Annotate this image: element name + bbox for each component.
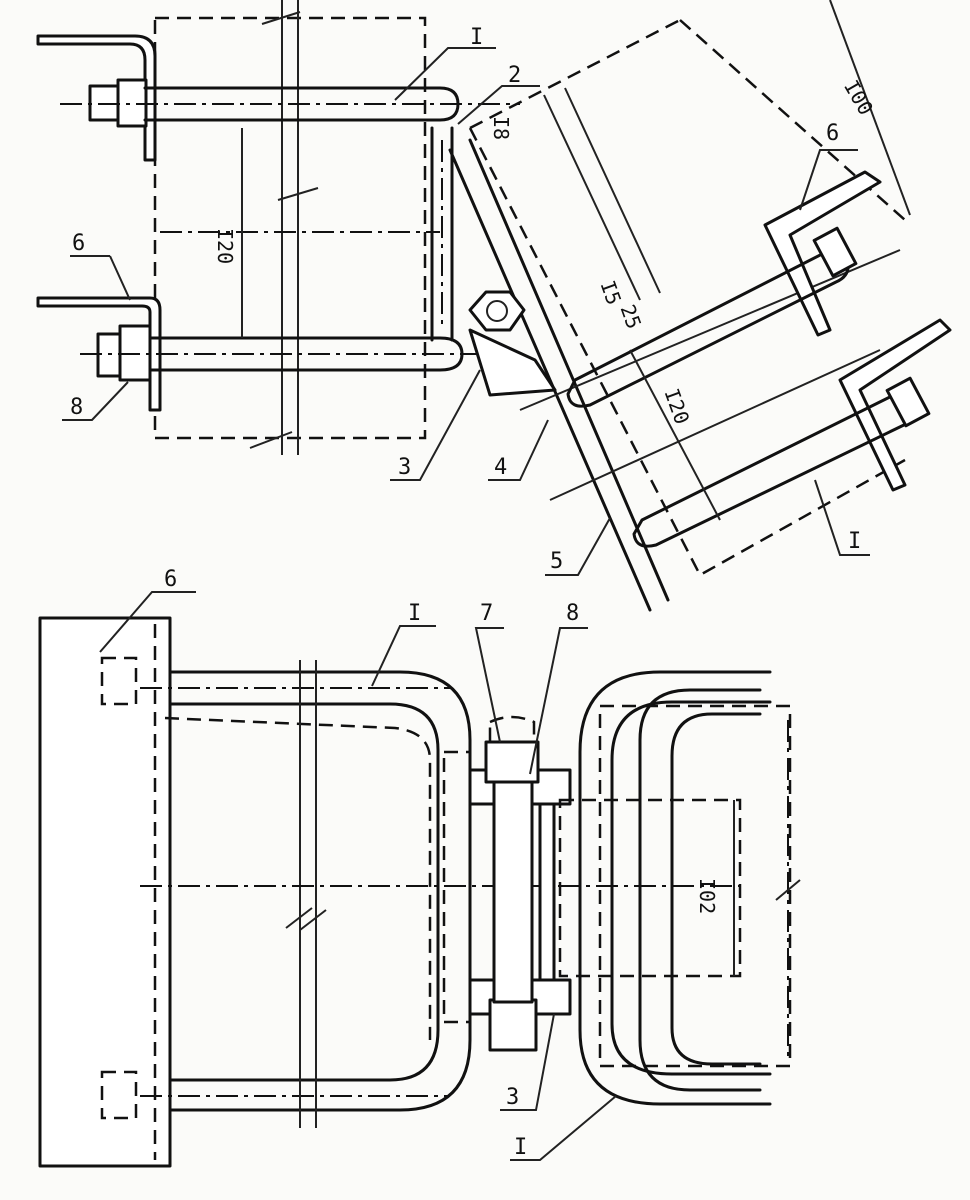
dashed-frame — [153, 16, 427, 440]
leader-part-1-bottom-low — [510, 1095, 617, 1161]
spacer-strip — [538, 802, 556, 982]
bolt-circle — [486, 300, 508, 322]
u-bolt-left-outer — [168, 670, 472, 1112]
leader-part-1-bottom-top — [371, 625, 436, 687]
bolt-head-hidden-bottom — [100, 1070, 138, 1120]
dim-15: I5 — [595, 277, 626, 308]
bolt-head-hidden-top — [100, 656, 138, 706]
dim-102: I02 — [695, 878, 719, 914]
plate-3-hidden — [442, 750, 472, 1024]
leader-part-8-top — [62, 381, 129, 421]
leader-part-1-right — [814, 479, 870, 556]
bolt-shank — [492, 780, 534, 1004]
label-part-1-bottom-top: I — [408, 601, 421, 626]
leader-part-1-top — [394, 47, 496, 101]
dim-extent-100 — [829, 0, 911, 216]
nut-7 — [484, 740, 540, 784]
label-part-5: 5 — [550, 549, 563, 574]
leader-part-6-right — [799, 149, 858, 211]
u-bolt-right-second-inner — [670, 712, 762, 1066]
label-part-4: 4 — [494, 455, 507, 480]
break-mark — [775, 879, 801, 901]
label-part-3-bottom: 3 — [506, 1085, 519, 1110]
break-mark — [249, 431, 293, 449]
label-part-8-bottom: 8 — [566, 601, 579, 626]
label-part-6-bottom: 6 — [164, 567, 177, 592]
clamp-plate-3 — [468, 328, 557, 397]
u-bolt-right-second — [638, 688, 762, 1092]
label-part-3-top: 3 — [398, 455, 411, 480]
rods-rotated — [519, 249, 901, 501]
nut-bottom — [488, 998, 538, 1052]
label-part-6-left: 6 — [72, 231, 85, 256]
angle-profile-bottom — [36, 296, 162, 412]
dim-120-left: I20 — [213, 228, 237, 264]
leader-part-6-bottom — [99, 591, 196, 653]
bar-edge — [543, 87, 661, 301]
label-part-8-top: 8 — [70, 395, 83, 420]
label-part-7: 7 — [480, 601, 493, 626]
dim-120-right: I20 — [659, 385, 694, 427]
leader-part-2 — [457, 85, 540, 125]
bottom-view: I02 6 I 7 8 3 I — [38, 567, 801, 1168]
dim-line-120-right — [629, 349, 721, 521]
leader-part-8-bottom — [529, 627, 588, 775]
break-mark — [261, 11, 301, 25]
u-bolt-left-inner — [168, 702, 440, 1082]
hex-bolt-head — [468, 290, 526, 332]
dim-18: I8 — [489, 116, 513, 140]
label-part-6-right: 6 — [826, 121, 839, 146]
hidden-box-right — [558, 798, 742, 978]
bolt-tip-hidden — [488, 715, 536, 744]
u-bolt-hidden — [164, 716, 432, 1040]
top-left-view: I20 I 2 6 8 — [36, 0, 540, 455]
mounting-plate-6 — [38, 616, 172, 1168]
label-part-2: 2 — [508, 63, 521, 88]
leader-part-5 — [545, 517, 611, 576]
label-part-1-right: I — [848, 529, 861, 554]
break-mark — [277, 187, 319, 201]
angle-profile-right-top — [763, 170, 882, 337]
top-right-view: I00 I8 I5 25 I20 6 3 4 5 I — [390, 0, 952, 612]
u-bolt-right-outer — [578, 670, 772, 1106]
nut-rotated-bottom — [885, 376, 931, 428]
nut-rotated-top — [812, 226, 858, 278]
hidden-frame-right — [598, 704, 792, 1068]
angle-profile-right-bottom — [838, 318, 952, 492]
leader-part-7 — [474, 627, 504, 743]
leader-part-4 — [488, 419, 549, 481]
u-bolt-right-inner — [610, 700, 772, 1076]
leader-part-3-bottom — [500, 1013, 555, 1111]
label-part-1-bottom-low: I — [514, 1135, 527, 1160]
u-bolt-vertical — [430, 126, 454, 342]
leader-part-3-top — [390, 369, 481, 481]
angle-profile-top — [36, 34, 157, 162]
leader-part-6-left — [70, 255, 131, 301]
label-part-1-top: I — [470, 25, 483, 50]
dim-25: 25 — [615, 301, 646, 332]
dashed-frame-rotated — [468, 18, 906, 577]
break-mark — [285, 907, 327, 931]
